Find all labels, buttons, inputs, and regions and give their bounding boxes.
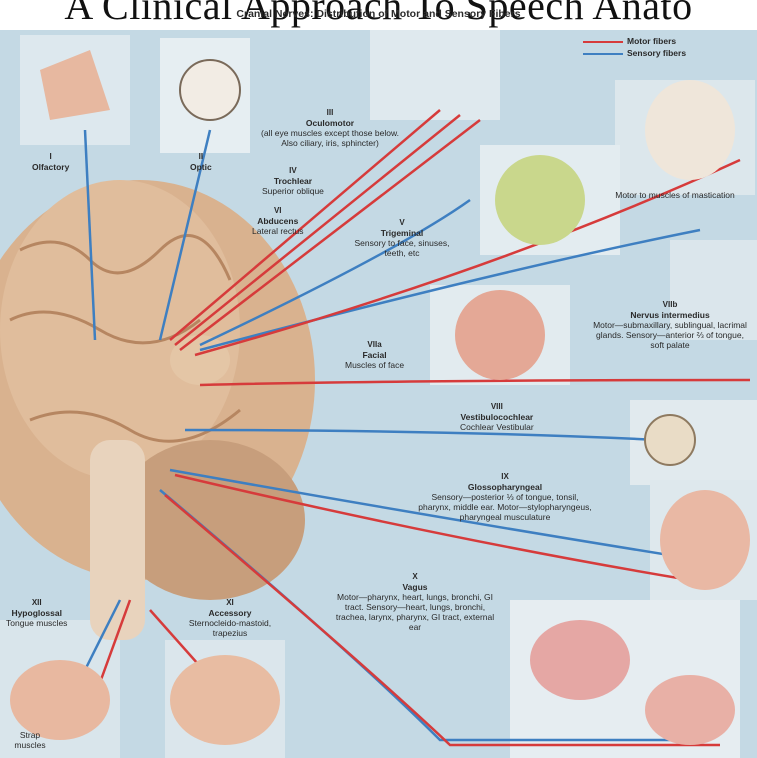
header-band: A Clinical Approach To Speech Anato Cran… <box>0 0 757 30</box>
legend-label: Motor fibers <box>627 36 676 46</box>
legend-item-motor: Motor fibers <box>583 36 733 48</box>
pharynx-icon <box>660 490 750 590</box>
sensory-swatch <box>583 53 623 55</box>
skull-icon <box>645 80 735 180</box>
diagram-subtitle: Cranial Nerves: Distribution of Motor an… <box>0 8 757 20</box>
eyeball-icon <box>180 60 240 120</box>
mastication-label: Motor to muscles of mastication <box>615 190 735 200</box>
neck-muscles-icon <box>170 655 280 745</box>
strap-muscles-label: Strap muscles <box>10 730 50 750</box>
brainstem <box>90 440 145 640</box>
motor-swatch <box>583 41 623 43</box>
lungs-icon <box>530 620 630 700</box>
face-zones-icon <box>495 155 585 245</box>
cochlea-icon <box>645 415 695 465</box>
legend: Motor fibers Sensory fibers <box>583 36 733 60</box>
tongue-icon <box>10 660 110 740</box>
brain-lobe <box>0 180 240 480</box>
gi-tract-icon <box>645 675 735 745</box>
orbit-panel <box>370 30 500 120</box>
face-muscles-icon <box>455 290 545 380</box>
legend-item-sensory: Sensory fibers <box>583 48 733 60</box>
legend-label: Sensory fibers <box>627 48 686 58</box>
